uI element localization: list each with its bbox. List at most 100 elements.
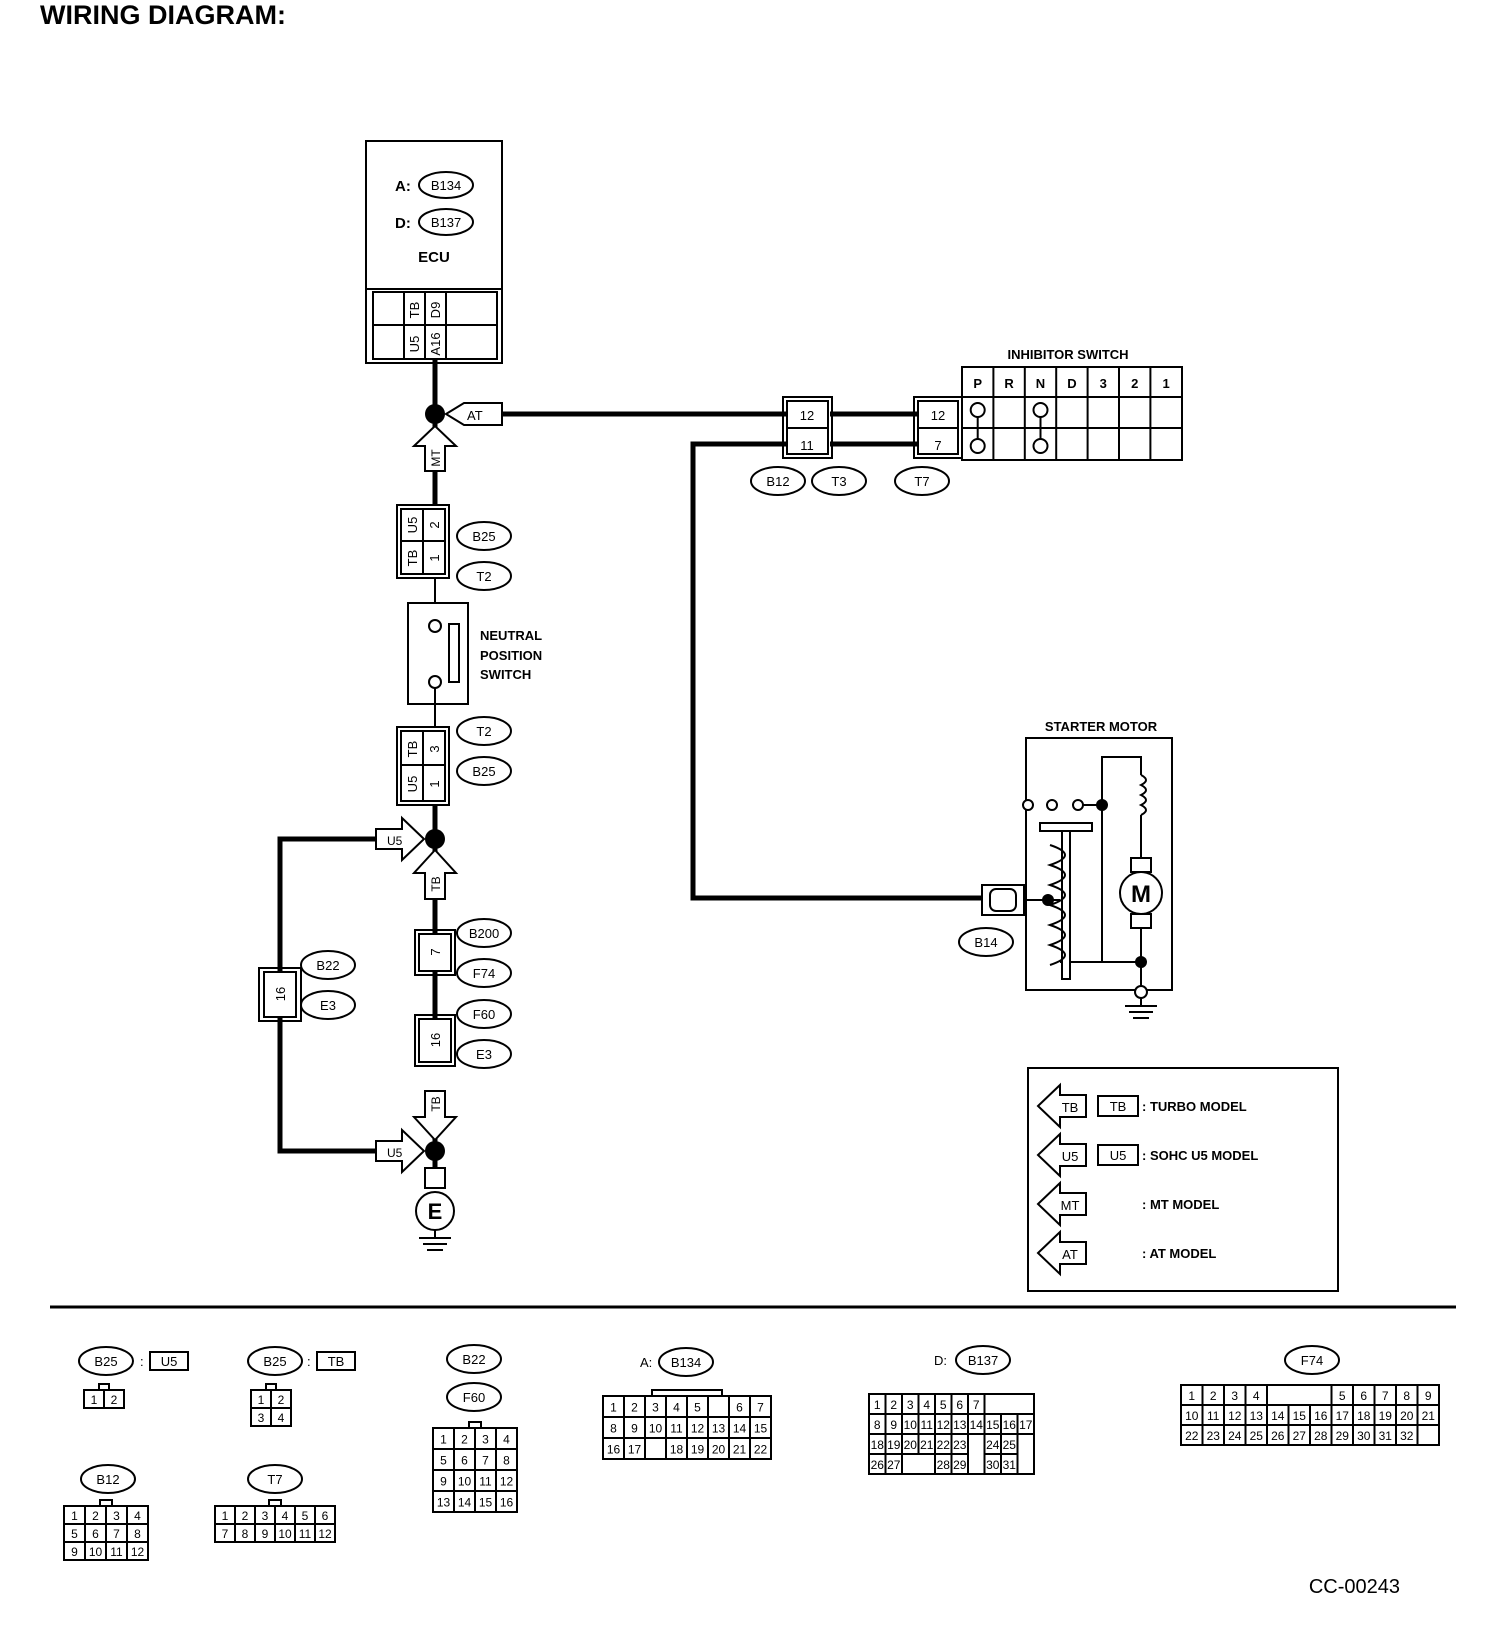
pin-cell: 1 [874, 1398, 881, 1412]
pin-cell: 6 [1360, 1389, 1367, 1403]
splice-upper [425, 829, 445, 849]
c16-connector [418, 1018, 452, 1063]
arrow-at-label: AT [467, 408, 483, 423]
b25-top-r0-c0: U5 [405, 517, 420, 534]
legend-arrow-label: MT [1061, 1198, 1080, 1213]
tag-b14-label: B14 [974, 935, 997, 950]
pin-cell: 12 [500, 1475, 514, 1489]
view-b25-u5-colon: : [140, 1354, 144, 1369]
pin-cell: 28 [937, 1458, 951, 1472]
tag-b200-label: B200 [469, 926, 499, 941]
arrow-u5-upper-label: U5 [387, 834, 403, 848]
pin-cell: 4 [673, 1401, 680, 1415]
ecu-label: ECU [418, 249, 450, 266]
pin-cell: 13 [953, 1418, 967, 1432]
pin-cell: 1 [222, 1509, 229, 1523]
arrow-mt [411, 424, 459, 472]
view-b134-tag [658, 1347, 714, 1377]
view-b25-tb-colon: : [307, 1354, 311, 1369]
pin-cell: 9 [262, 1527, 269, 1541]
arrow-mt-label: MT [429, 449, 443, 467]
pin-cell: 2 [631, 1401, 638, 1415]
pin-cell: 28 [1314, 1429, 1328, 1443]
b25-top-frame [396, 504, 450, 579]
pin-cell: 17 [1336, 1409, 1350, 1423]
pin-cell: 6 [322, 1509, 329, 1523]
pin-cell: 30 [1357, 1429, 1371, 1443]
pin-cell: 30 [986, 1458, 1000, 1472]
pin-cell: 2 [461, 1433, 468, 1447]
view-b22-conn: B22 [462, 1352, 485, 1367]
pin-cell: 16 [500, 1496, 514, 1510]
tag-b200 [456, 918, 512, 948]
view-b25-u5-conn: B25 [94, 1354, 117, 1369]
inhibitor-contact [1032, 402, 1049, 418]
pin-cell: 10 [278, 1527, 292, 1541]
tag-f74 [456, 958, 512, 988]
pin-cell: 26 [871, 1458, 885, 1472]
legend-arrow-u5 [1036, 1131, 1087, 1179]
view-b134-conn: B134 [671, 1355, 701, 1370]
pin-cell: 12 [1228, 1409, 1242, 1423]
pin-cell: 26 [1271, 1429, 1285, 1443]
pin-cell: 11 [479, 1475, 492, 1489]
pin-cell: 5 [940, 1398, 947, 1412]
arrow-tb-lower [411, 1090, 459, 1142]
pin-cell: 4 [923, 1398, 930, 1412]
pin-cell: 4 [503, 1433, 510, 1447]
c7-frame [414, 929, 456, 976]
pin-cell: 1 [610, 1401, 617, 1415]
tag-b14 [958, 927, 1014, 957]
pin-cell: 5 [1339, 1389, 1346, 1403]
pin-cell: 8 [242, 1527, 249, 1541]
view-b22-tag [446, 1344, 502, 1374]
tag-b22 [300, 950, 356, 980]
pin-cell: 9 [890, 1418, 897, 1432]
tag-t3 [811, 466, 867, 496]
page-title: WIRING DIAGRAM: [40, 0, 286, 30]
inhibitor-contact [969, 402, 986, 418]
joint-pin-12: 12 [800, 408, 814, 423]
pin-cell: 8 [134, 1527, 141, 1541]
tag-f74-label: F74 [473, 966, 495, 981]
ecu-conn-a: B134 [431, 178, 461, 193]
pin-cell: 20 [712, 1443, 726, 1457]
pin-cell: 2 [242, 1509, 249, 1523]
view-f74-conn: F74 [1301, 1353, 1323, 1368]
pin-cell: 22 [1185, 1429, 1199, 1443]
pin-cell: 22 [937, 1438, 951, 1452]
pin-cell: 21 [920, 1438, 934, 1452]
view-b137-prefix: D: [934, 1353, 947, 1368]
neutral-switch-label-2: POSITION [480, 648, 542, 663]
ecu-line-d: D: [395, 215, 411, 232]
inhibitor-pos-D: D [1067, 376, 1076, 391]
legend-text: : AT MODEL [1142, 1246, 1216, 1261]
pin-cell: 11 [299, 1527, 312, 1541]
pin-cell: 1 [258, 1393, 265, 1407]
inhibitor-pos-N: N [1036, 376, 1045, 391]
legend-box-tb [1097, 1095, 1139, 1117]
pin-cell: 1 [440, 1433, 447, 1447]
pin-cell: 10 [1185, 1409, 1199, 1423]
legend-box-u5 [1097, 1144, 1139, 1166]
pin-cell: 5 [71, 1527, 78, 1541]
splice-lower [425, 1141, 445, 1161]
pin-cell: 21 [1422, 1409, 1436, 1423]
ecu-conn-a-tag [418, 171, 474, 199]
b25-bottom-r0-c0: TB [405, 741, 420, 758]
tag-b12 [750, 466, 806, 496]
pin-cell: 29 [953, 1458, 967, 1472]
pin-cell: 18 [1357, 1409, 1371, 1423]
ecu-pin-a16: A16 [428, 332, 443, 355]
view-f74-tag [1284, 1345, 1340, 1375]
arrow-u5-lower-label: U5 [387, 1146, 403, 1160]
view-b12-conn: B12 [96, 1472, 119, 1487]
pin-cell: 2 [111, 1393, 118, 1407]
tag-b25-bottom [456, 756, 512, 786]
pin-cell: 23 [1207, 1429, 1221, 1443]
pin-cell: 19 [691, 1443, 705, 1457]
pin-cell: 7 [1382, 1389, 1389, 1403]
